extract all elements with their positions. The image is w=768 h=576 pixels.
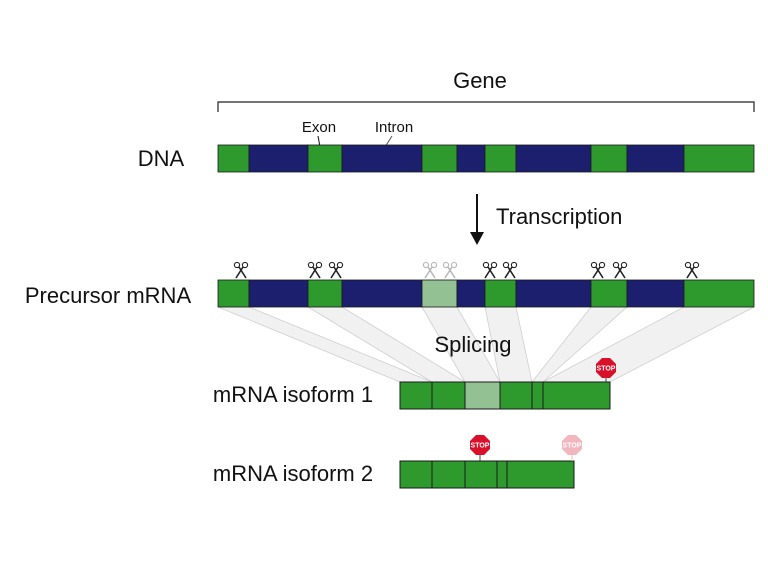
splicing-label: Splicing — [434, 332, 511, 357]
dna-intron-2 — [248, 144, 309, 173]
iso2-faded-stop-text: STOP — [563, 443, 582, 450]
isoform2-strand — [399, 460, 575, 489]
dna-exon-9 — [590, 144, 628, 173]
transcription-label: Transcription — [496, 204, 622, 229]
precursor-intron-4 — [341, 279, 423, 308]
dna-exon-3 — [307, 144, 343, 173]
iso1-exon-1 — [399, 381, 433, 410]
iso1-exon-2 — [431, 381, 466, 410]
dna-exon-1 — [217, 144, 250, 173]
scissors-icon — [482, 261, 498, 279]
intron-label: Intron — [375, 119, 413, 136]
exon-label: Exon — [302, 119, 336, 136]
dna-intron-6 — [456, 144, 486, 173]
precursor-exon-9 — [590, 279, 628, 308]
scissors-icon — [684, 261, 700, 279]
scissors-icon — [442, 261, 458, 279]
precursor-exon-7 — [484, 279, 517, 308]
gene-label: Gene — [453, 68, 507, 93]
precursor-intron-6 — [456, 279, 486, 308]
precursor-intron-8 — [515, 279, 592, 308]
scissors-icon — [328, 261, 344, 279]
iso1-exon-3 — [499, 381, 533, 410]
scissors-icon — [422, 261, 438, 279]
iso1-exon-4 — [531, 381, 544, 410]
iso2-faded-stop-sign: STOP — [562, 435, 582, 461]
dna-exon-7 — [484, 144, 517, 173]
scissors-icon — [502, 261, 518, 279]
iso2-stop-text: STOP — [471, 443, 490, 450]
dna-exon-11 — [683, 144, 755, 173]
iso2-exon-4 — [496, 460, 508, 489]
dna-intron-10 — [626, 144, 685, 173]
scissors-layer — [233, 261, 700, 279]
iso1-stop-sign: STOP — [596, 358, 616, 382]
precursor-intron-2 — [248, 279, 309, 308]
precursor-strand — [217, 279, 755, 308]
dna-intron-4 — [341, 144, 423, 173]
dna-intron-8 — [515, 144, 592, 173]
iso2-exon-3 — [464, 460, 498, 489]
isoform2-label: mRNA isoform 2 — [213, 461, 373, 486]
iso1-exon-5 — [542, 381, 611, 410]
scissors-icon — [612, 261, 628, 279]
iso2-exon-2 — [431, 460, 466, 489]
iso1-alt-exon — [464, 381, 501, 410]
precursor-exon-11 — [683, 279, 755, 308]
gene-bracket — [217, 101, 755, 112]
iso2-exon-5 — [506, 460, 575, 489]
precursor-exon-3 — [307, 279, 343, 308]
isoform1-strand — [399, 381, 611, 410]
precursor-exon-1 — [217, 279, 250, 308]
dna-strand — [217, 144, 755, 173]
dna-label: DNA — [138, 146, 185, 171]
dna-exon-5 — [421, 144, 458, 173]
transcription-arrow — [470, 194, 484, 245]
iso2-stop-sign: STOP — [470, 435, 490, 461]
precursor-intron-10 — [626, 279, 685, 308]
precursor-exon-5 — [421, 279, 458, 308]
scissors-icon — [307, 261, 323, 279]
isoform1-label: mRNA isoform 1 — [213, 382, 373, 407]
precursor-label: Precursor mRNA — [25, 283, 192, 308]
iso1-stop-text: STOP — [597, 366, 616, 373]
scissors-icon — [233, 261, 249, 279]
scissors-icon — [590, 261, 606, 279]
iso2-exon-1 — [399, 460, 433, 489]
